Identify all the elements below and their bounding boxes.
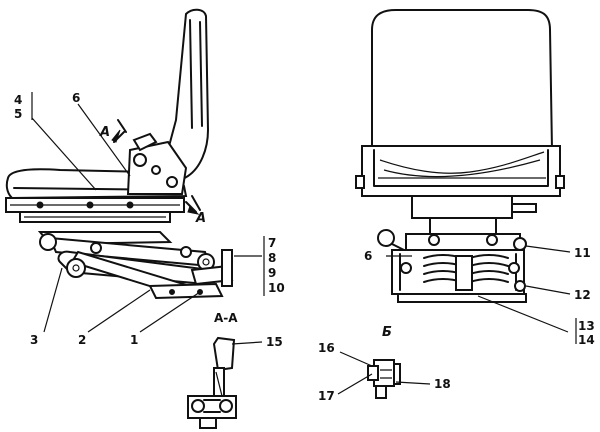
label-14: 14: [578, 333, 595, 347]
label-section-a-top: A: [99, 125, 110, 140]
label-5: 5: [14, 107, 22, 121]
suspension-top-rear: [405, 233, 521, 251]
label-4: 4: [14, 93, 22, 107]
rear-view-seat: [355, 9, 565, 303]
label-13: 13: [578, 319, 595, 333]
callout-labels: 4 5 6 A A 7 8 9 10 3 2 1 A-A 15 6 11 12 …: [14, 91, 595, 403]
label-section-aa: A-A: [214, 311, 238, 325]
view-b-detail: [337, 351, 431, 399]
pivot-front-lower: [66, 258, 86, 278]
recline-handle: [132, 132, 158, 152]
bolt-12: [514, 280, 526, 292]
label-view-b: Б: [382, 325, 392, 340]
label-15: 15: [266, 335, 283, 349]
label-17: 17: [318, 389, 335, 403]
label-7: 7: [268, 236, 276, 250]
label-9: 9: [268, 266, 276, 280]
pivot-front-upper: [39, 233, 57, 251]
seat-pan-rear: [361, 145, 561, 197]
label-6-left: 6: [72, 91, 80, 105]
label-1: 1: [130, 333, 138, 347]
adjust-knob: [377, 229, 395, 247]
label-3: 3: [30, 333, 38, 347]
label-6-right: 6: [364, 249, 372, 263]
base-plate-side: [148, 282, 224, 300]
backrest-side: [166, 8, 210, 184]
label-10: 10: [268, 281, 285, 295]
label-12: 12: [574, 288, 591, 302]
coil-spring: [423, 254, 509, 291]
label-18: 18: [434, 377, 451, 391]
handle-15: [212, 336, 236, 372]
label-2: 2: [78, 333, 86, 347]
backrest-rear: [371, 9, 554, 151]
base-plate-rear: [397, 293, 527, 303]
leader-lines-left: [31, 92, 265, 333]
leader-lines-right: [386, 245, 577, 344]
pin-17: [375, 385, 387, 399]
side-view-seat: [5, 8, 234, 300]
label-16: 16: [318, 341, 335, 355]
bolt-11: [513, 237, 527, 251]
section-a-a-detail: [187, 336, 263, 429]
label-11: 11: [574, 246, 591, 260]
seat-frame-rear: [411, 195, 513, 219]
label-8: 8: [268, 251, 276, 265]
label-section-a-bottom: A: [195, 211, 206, 226]
